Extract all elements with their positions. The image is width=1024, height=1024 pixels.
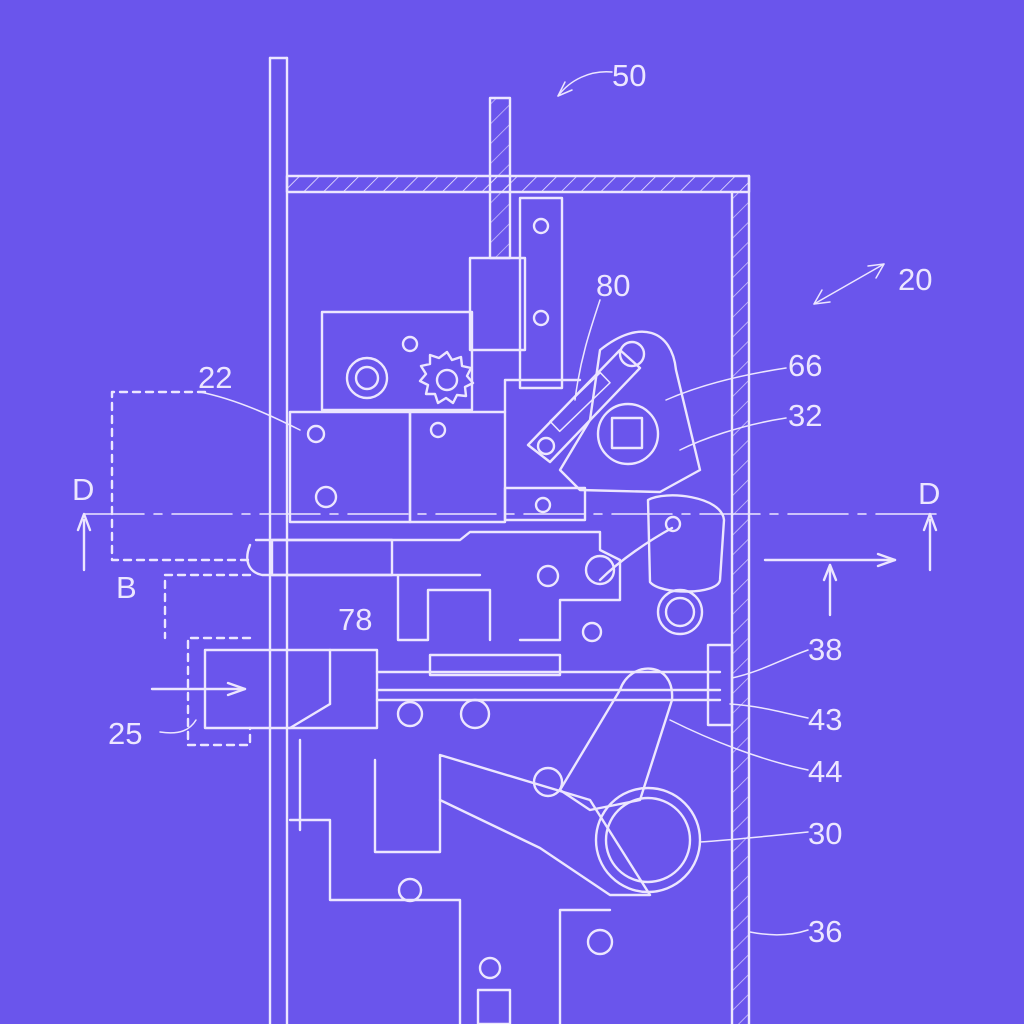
label-66: 66 [788,348,822,383]
label-30: 30 [808,816,842,851]
label-32: 32 [788,398,822,433]
latch-block [288,378,582,524]
label-43: 43 [808,702,842,737]
upper-block [320,310,475,412]
hidden-lines [110,390,252,747]
label-20: 20 [898,262,932,297]
label-25: 25 [108,716,142,751]
label-80: 80 [596,268,630,303]
reference-labels: 50 20 80 22 66 32 D D B 78 38 25 43 44 3… [72,58,940,949]
label-36: 36 [808,914,842,949]
dead-bolt-slider [246,530,622,643]
label-d-right: D [918,476,940,511]
top-rack-bar [468,96,564,390]
label-78: 78 [338,602,372,637]
section-line-dd [76,512,941,697]
hub-cam [503,330,702,522]
lower-bolt [203,643,734,730]
lower-lever-hub [438,667,702,897]
label-38: 38 [808,632,842,667]
label-22: 22 [198,360,232,395]
gear-icon [418,350,475,405]
lower-block [288,738,614,1024]
right-link [584,494,726,636]
label-d-left: D [72,472,94,507]
leader-lines [159,71,885,936]
label-50: 50 [612,58,646,93]
label-44: 44 [808,754,842,789]
lock-case [285,174,751,1024]
label-b: B [116,570,137,605]
slotted-lever [526,340,646,464]
